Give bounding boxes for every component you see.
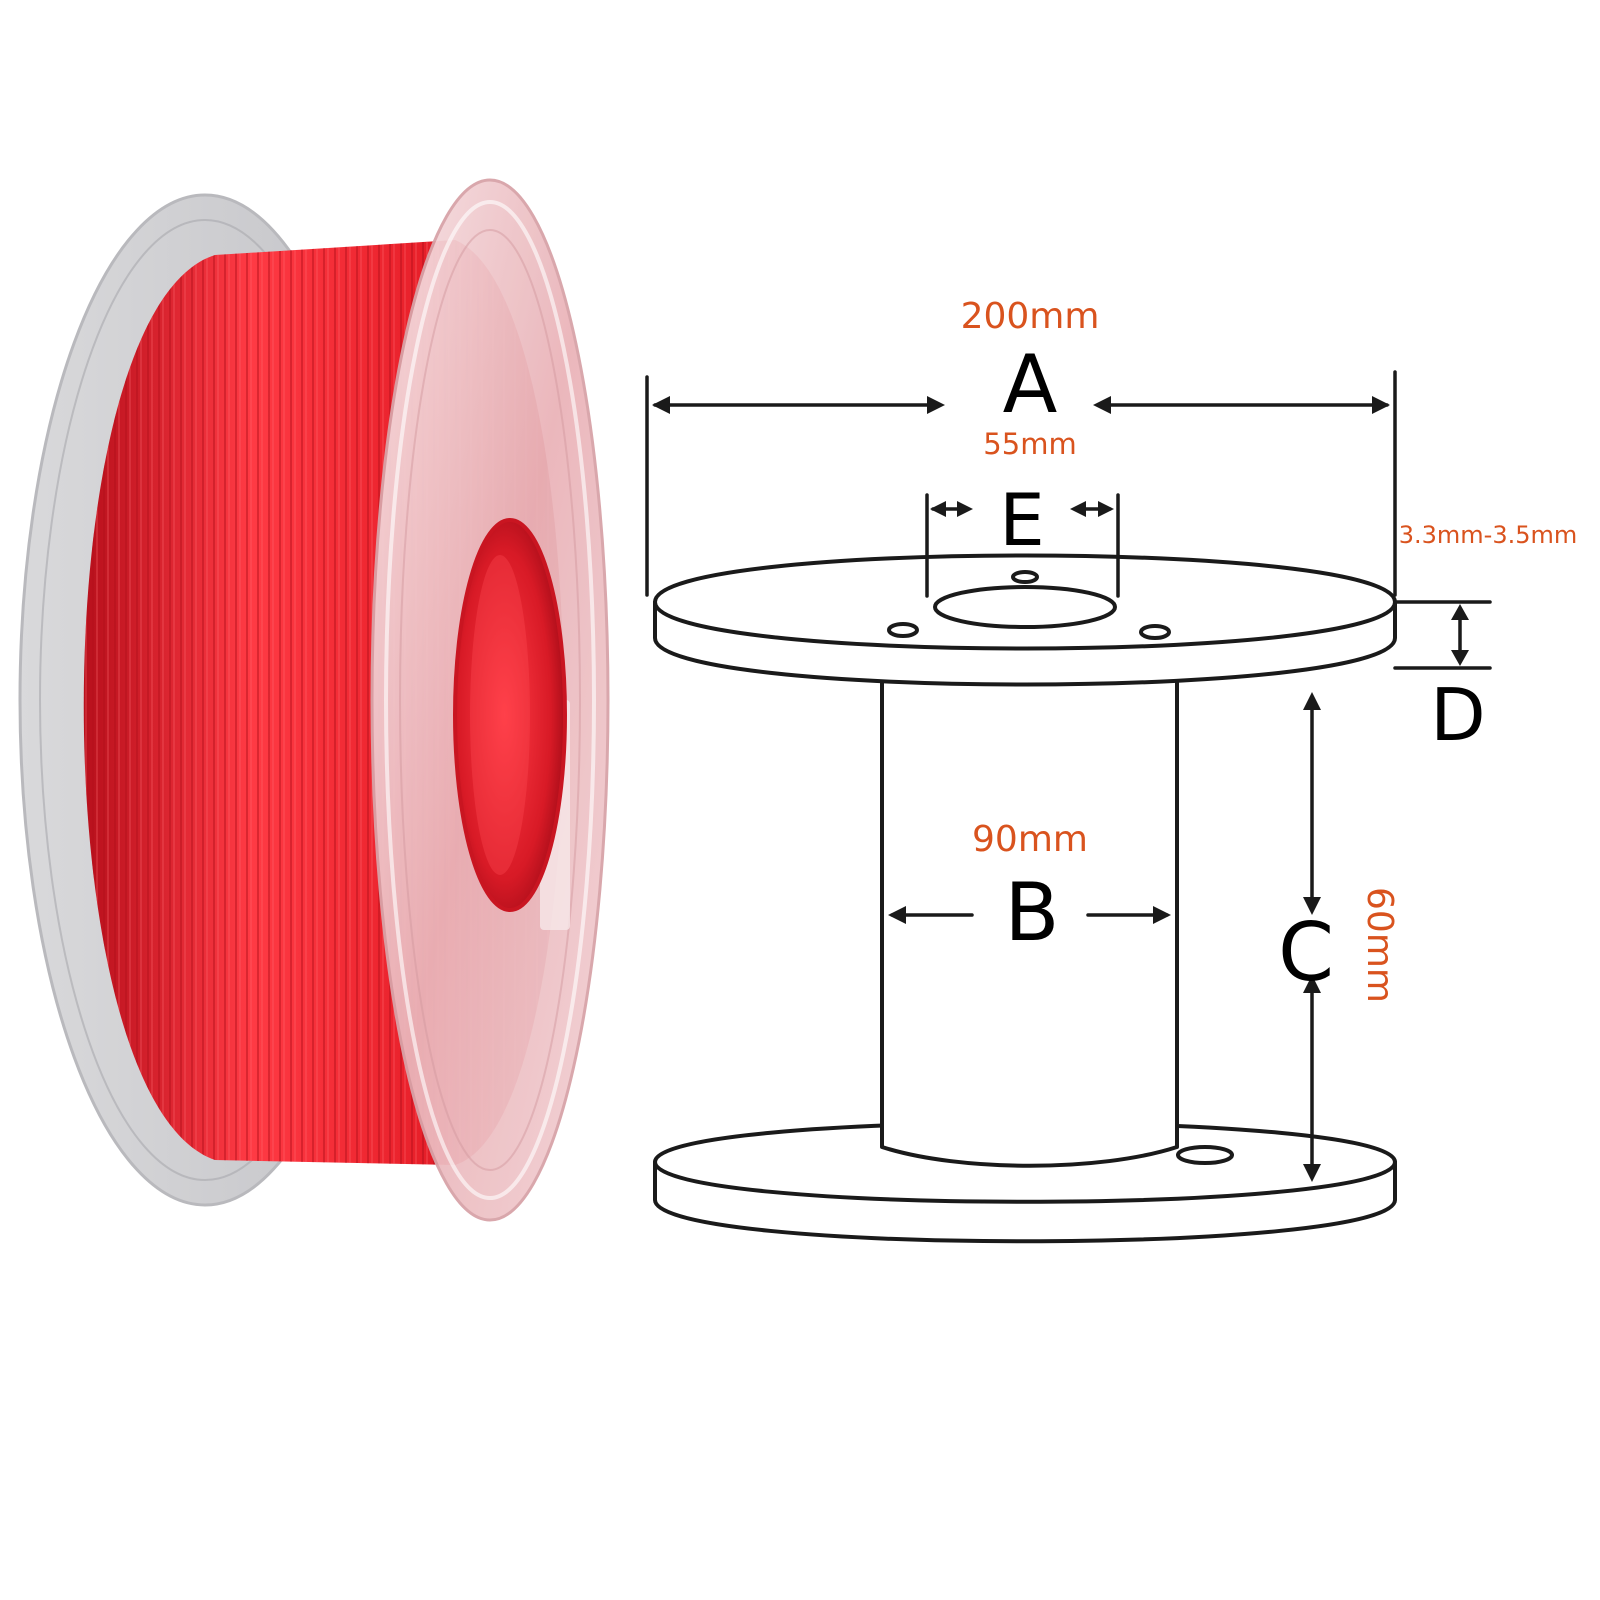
dim-a-value: 200mm [961,296,1100,337]
dim-c-value: 60mm [1359,887,1400,1003]
dim-d-value: 3.3mm-3.5mm [1399,521,1578,549]
core-outline [880,663,1179,1168]
dim-b-value: 90mm [972,819,1088,860]
top-flange-center-hole [933,585,1117,629]
bottom-flange-hole [1176,1145,1234,1165]
dim-d-letter: D [1430,673,1485,757]
dim-b-letter: B [1005,866,1060,959]
filament-spool-photo-icon [18,178,610,1222]
top-flange-hole-3 [1139,624,1171,640]
top-flange-hole-1 [1011,570,1039,584]
dim-e-value: 55mm [983,427,1076,461]
dimension-lines [645,370,1492,1182]
top-flange-hole-2 [887,622,919,638]
dim-a-letter: A [1003,338,1058,431]
dim-e-letter: E [999,478,1045,562]
spool-outline-drawing-icon [653,553,1397,1244]
spool-center-hole [453,518,567,912]
dim-c-letter: C [1278,906,1334,999]
